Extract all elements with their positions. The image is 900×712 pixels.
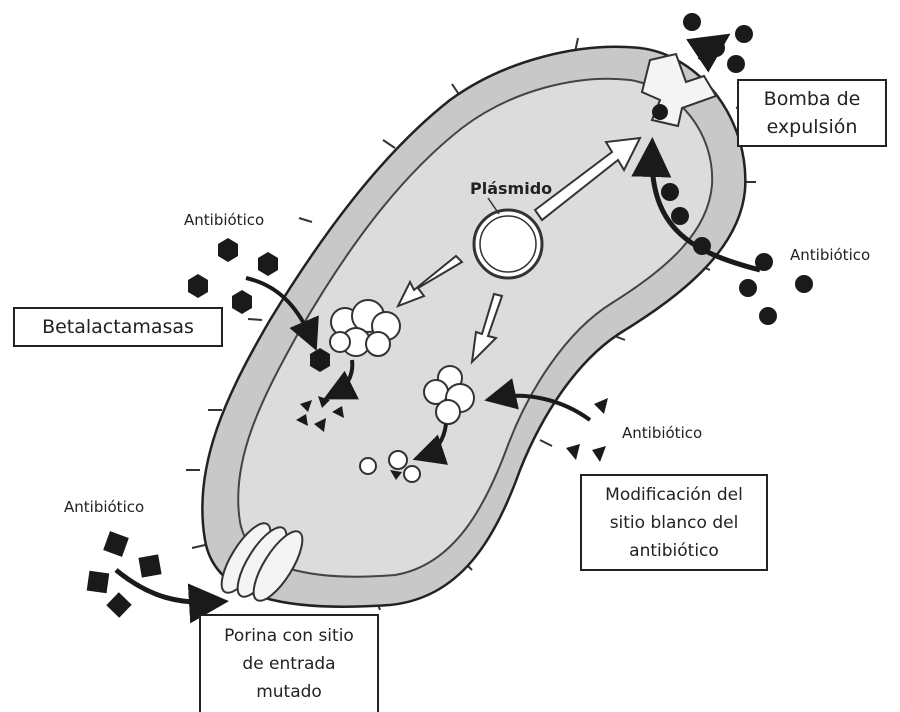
betalactamase-box: Betalactamasas: [13, 307, 223, 347]
target-modification-line-1: Modificación del: [582, 481, 766, 509]
antibiotic-label-top-left: Antibiótico: [184, 211, 264, 229]
porin-line-1: Porina con sitio: [201, 622, 377, 650]
porin-line-3: mutado: [201, 678, 377, 706]
betalactamase-line-1: Betalactamasas: [15, 309, 221, 345]
target-modification-line-2: sitio blanco del: [582, 509, 766, 537]
efflux-pump-line-2: expulsión: [739, 113, 885, 141]
porin-antibiotic-arrow: [116, 570, 214, 602]
porin-line-2: de entrada: [201, 650, 377, 678]
antibiotic-label-bottom-left: Antibiótico: [64, 498, 144, 516]
efflux-pump-box: Bomba de expulsión: [737, 79, 887, 147]
target-modification-box: Modificación del sitio blanco del antibi…: [580, 474, 768, 571]
antibiotic-label-right: Antibiótico: [790, 246, 870, 264]
plasmid-label: Plásmido: [470, 179, 552, 198]
target-modification-line-3: antibiótico: [582, 537, 766, 565]
porin-box: Porina con sitio de entrada mutado: [199, 614, 379, 712]
efflux-pump-line-1: Bomba de: [739, 85, 885, 113]
plasmid-icon: [474, 210, 542, 278]
antibiotic-label-mid-right: Antibiótico: [622, 424, 702, 442]
